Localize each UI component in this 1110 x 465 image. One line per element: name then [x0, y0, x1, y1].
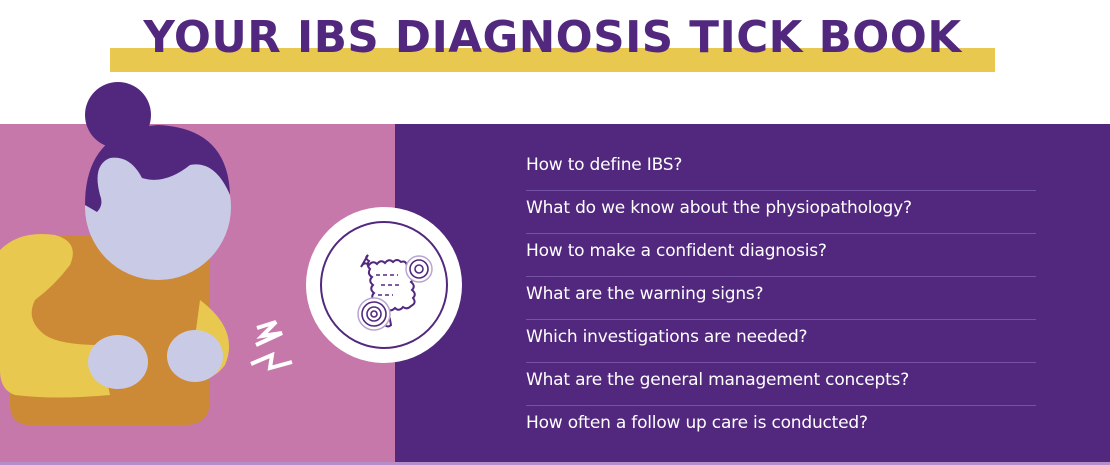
question-list: How to define IBS? What do we know about…: [526, 148, 1036, 449]
person-with-stomach-pain-icon: [0, 82, 293, 425]
title-highlight-bar: [110, 48, 995, 72]
question-define-ibs[interactable]: How to define IBS?: [526, 148, 1036, 191]
intestine-badge: [306, 207, 462, 363]
questions-panel: [395, 124, 1110, 464]
bottom-divider: [0, 462, 1110, 465]
question-follow-up-care[interactable]: How often a follow up care is conducted?: [526, 413, 868, 433]
page-title: YOUR IBS DIAGNOSIS TICK BOOK: [143, 12, 962, 63]
question-investigations[interactable]: Which investigations are needed?: [526, 320, 1036, 363]
question-physiopathology[interactable]: What do we know about the physiopatholog…: [526, 191, 1036, 234]
question-confident-diagnosis[interactable]: How to make a confident diagnosis?: [526, 234, 1036, 277]
page-header: YOUR IBS DIAGNOSIS TICK BOOK: [110, 8, 995, 72]
question-warning-signs[interactable]: What are the warning signs?: [526, 277, 1036, 320]
question-management-concepts[interactable]: What are the general management concepts…: [526, 363, 1036, 406]
intestine-icon: [320, 221, 448, 349]
